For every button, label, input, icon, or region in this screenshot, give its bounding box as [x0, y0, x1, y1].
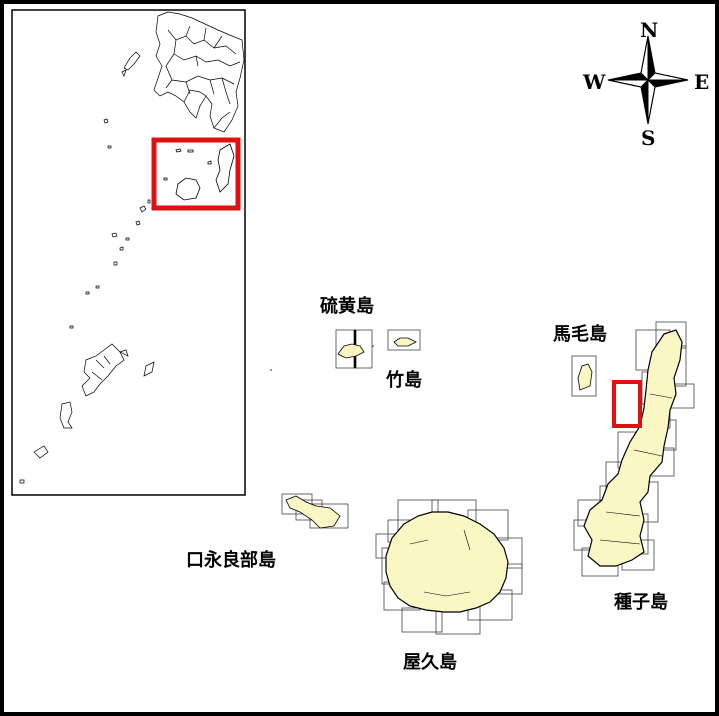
compass-east-label: E	[694, 70, 710, 94]
inset-map	[11, 9, 246, 496]
tanegashima-highlight-box	[612, 380, 642, 428]
takeshima-island	[393, 337, 417, 347]
kuchinoerabu-label: 口永良部島	[186, 550, 276, 571]
yakushima-island	[385, 511, 509, 613]
compass-south-label: S	[641, 126, 656, 150]
mageshima-area	[571, 355, 597, 397]
iojima-label: 硫黄島	[320, 296, 374, 317]
inset-highlight-box	[151, 137, 241, 211]
mageshima-island	[577, 363, 593, 391]
compass-rose	[607, 35, 689, 125]
southern-islands	[19, 199, 155, 484]
yakushima-label: 屋久島	[403, 652, 457, 673]
compass-west-label: W	[583, 70, 606, 94]
mageshima-label: 馬毛島	[553, 324, 607, 345]
tanegashima-label: 種子島	[614, 592, 668, 613]
takeshima-label: 竹島	[386, 370, 422, 391]
iojima-area	[270, 329, 421, 371]
inset-osumi-islands	[163, 143, 235, 201]
yakushima-area	[375, 499, 523, 635]
inset-frame	[11, 9, 246, 496]
compass-north-label: N	[640, 18, 659, 42]
tanegashima-island	[583, 329, 683, 567]
tanegashima-area	[573, 321, 695, 577]
kuchinoerabu-island	[285, 495, 341, 529]
iojima-island	[337, 343, 365, 359]
kuchinoerabu-area	[281, 493, 349, 529]
kagoshima-mainland	[103, 11, 245, 149]
